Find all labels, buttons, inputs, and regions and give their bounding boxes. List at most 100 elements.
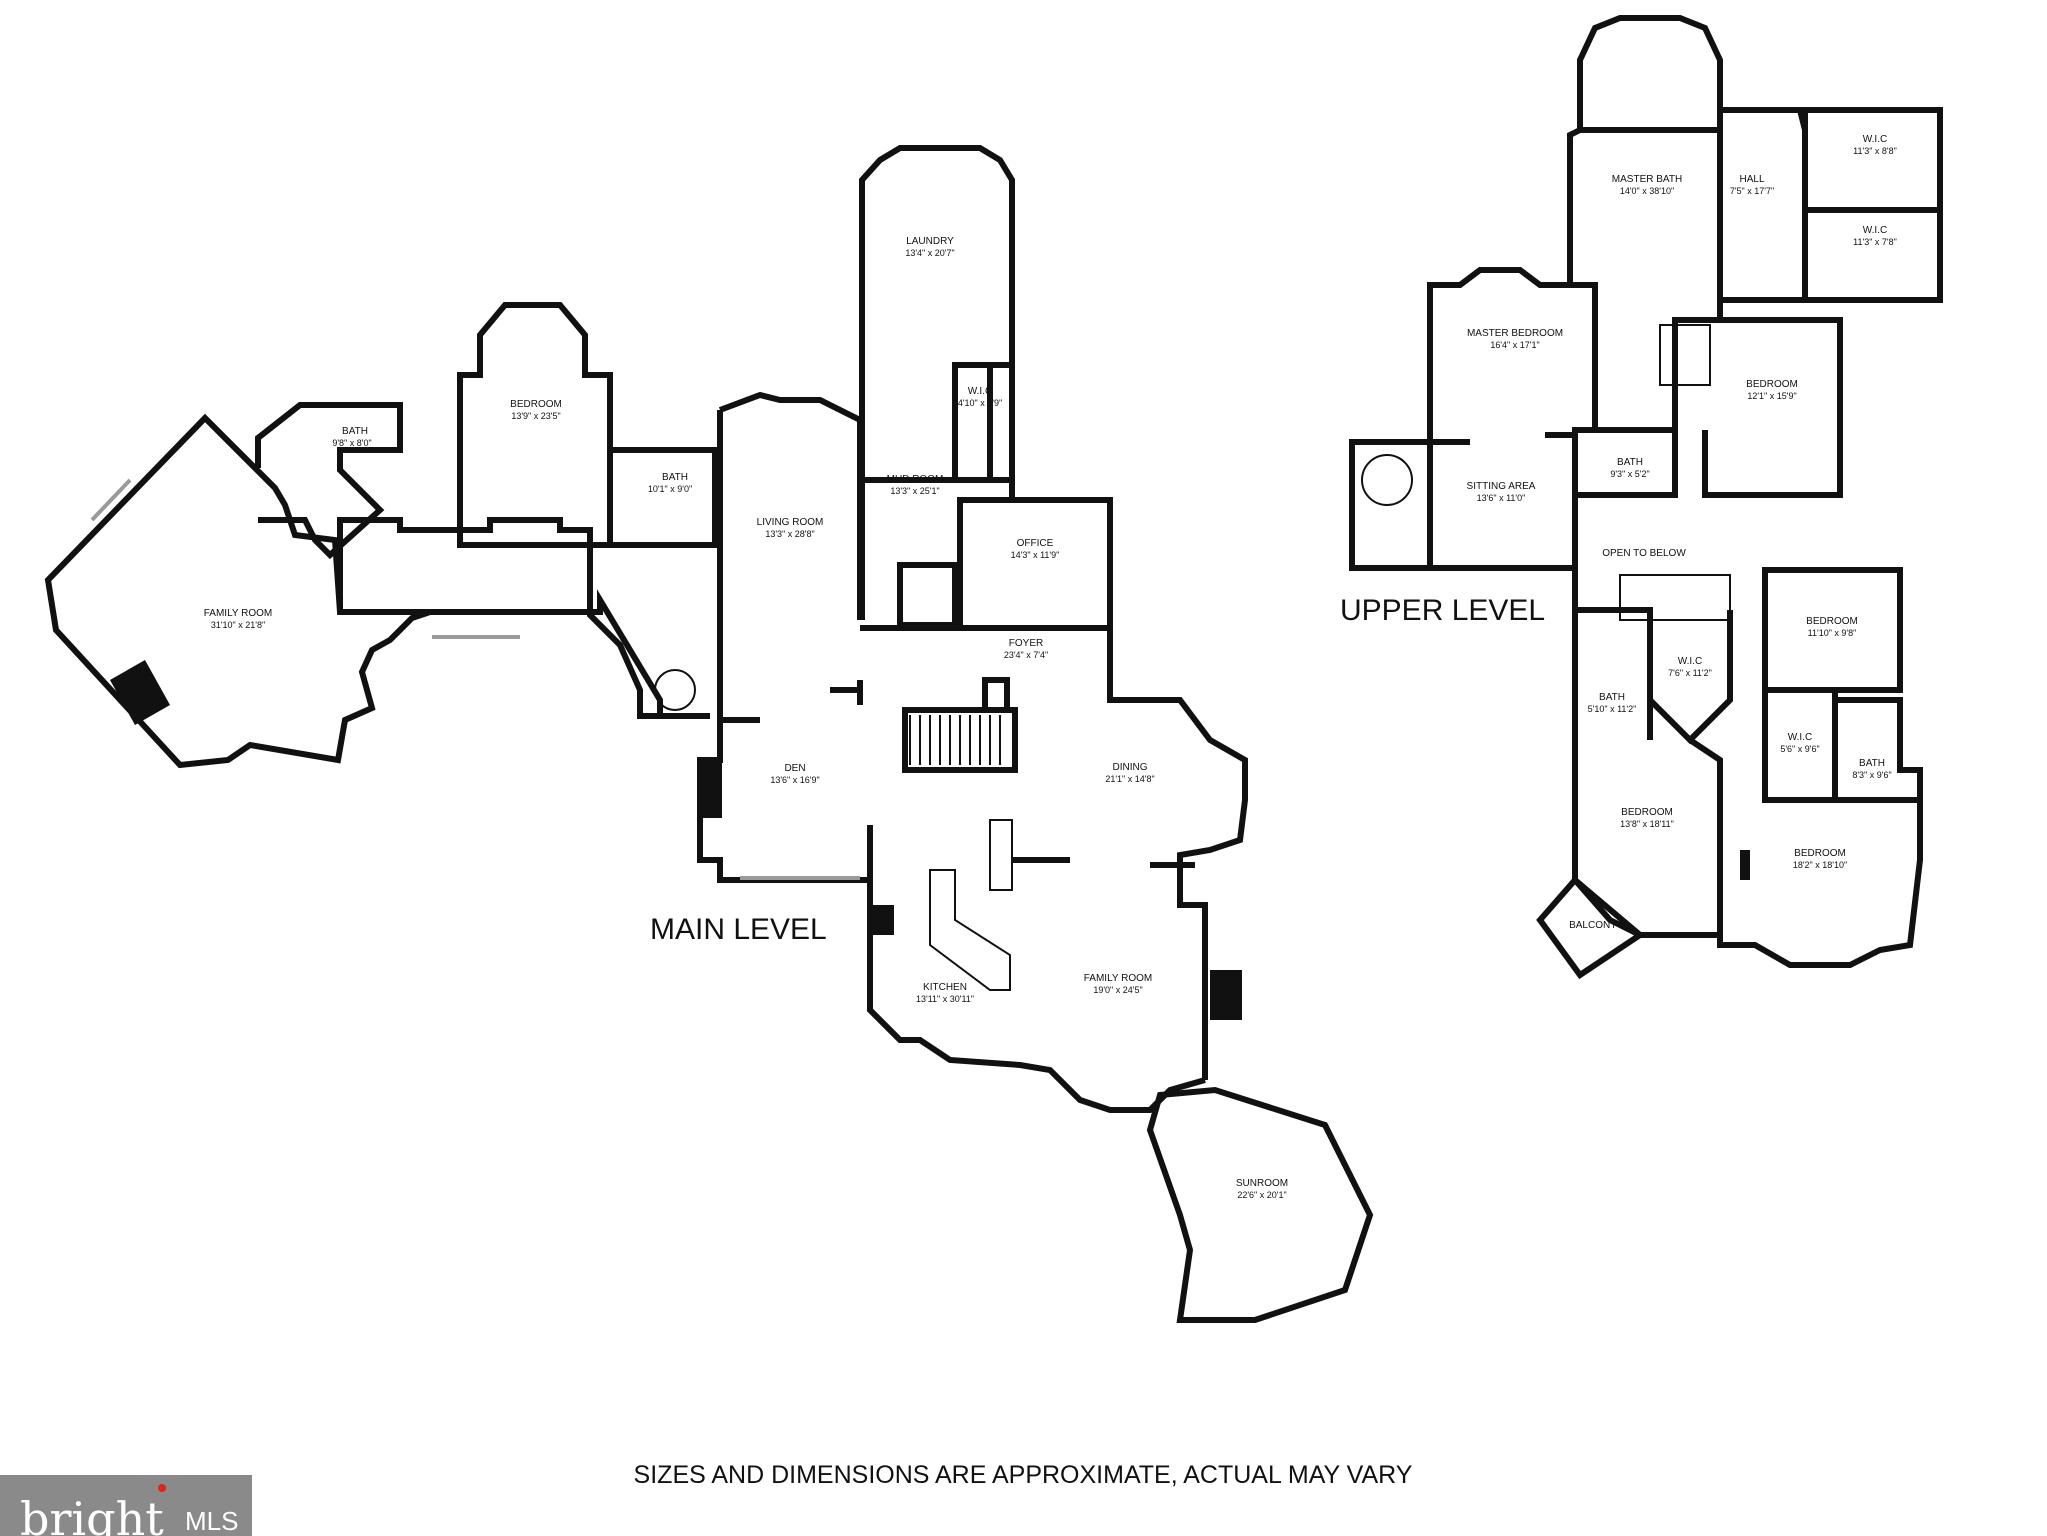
spiral-stair: [654, 669, 696, 711]
fireplace-east: [1210, 970, 1242, 1020]
upper-level-label: UPPER LEVEL: [1340, 594, 1545, 627]
room-dims: 14'0" x 38'10": [1620, 186, 1674, 196]
room-label: MUD ROOM: [887, 474, 944, 485]
living-room-north-wall: [718, 391, 863, 620]
master-bath-east-wall: [1672, 110, 1723, 430]
room-label: BATH: [342, 426, 368, 437]
room-dims: 13'6" x 11'0": [1477, 493, 1526, 503]
kitchen-family-south-wall: [867, 825, 1206, 1113]
sunroom-walls: [1146, 1086, 1374, 1323]
bedroom-main-walls: [457, 302, 718, 548]
tub: [1659, 324, 1711, 386]
room-label: FOYER: [1009, 638, 1043, 649]
room-label: W.I.C: [1788, 732, 1812, 743]
room-label: W.I.C: [1678, 656, 1702, 667]
foyer-stairs: [909, 715, 1001, 765]
logo-brand-text: bright: [20, 1492, 164, 1536]
main-level-label: MAIN LEVEL: [650, 913, 827, 946]
room-dims: 12'1" x 15'9": [1747, 391, 1796, 401]
room-dims: 13'3" x 28'8": [765, 529, 814, 539]
room-label: BEDROOM: [1794, 848, 1846, 859]
room-dims: 13'8" x 18'11": [1620, 819, 1674, 829]
room-label: MASTER BEDROOM: [1467, 328, 1563, 339]
main-room-labels: FAMILY ROOM 31'10" x 21'8" BATH 9'8" x 8…: [204, 236, 1288, 1200]
room-dims: 7'5" x 17'7": [1730, 186, 1774, 196]
room-dims: 19'0" x 24'5": [1093, 985, 1142, 995]
room-dims: 18'2" x 18'10": [1793, 860, 1847, 870]
balcony-walls: [1536, 875, 1645, 980]
room-label: W.I.C: [968, 386, 992, 397]
living-den-west-wall: [697, 410, 870, 883]
room-dims: 5'6" x 9'6": [1780, 744, 1819, 754]
hallway-south-wall: [430, 589, 663, 716]
powder-room-walls: [897, 562, 958, 628]
wic-4-walls: [1762, 687, 1838, 803]
room-dims: 22'6" x 20'1": [1237, 1190, 1286, 1200]
room-dims: 11'10" x 9'8": [1808, 628, 1857, 638]
room-dims: 7'6" x 11'2": [1668, 668, 1712, 678]
room-label: OPEN TO BELOW: [1602, 548, 1686, 559]
room-label: BATH: [1599, 692, 1625, 703]
room-label: BATH: [1617, 457, 1643, 468]
room-dims: 16'4" x 17'1": [1490, 340, 1539, 350]
master-bedroom-walls: [1427, 267, 1595, 571]
family-room-east-wall: [1177, 870, 1208, 1080]
room-label: BALCONY: [1569, 920, 1617, 931]
bedroom-ne-walls: [1702, 317, 1843, 498]
room-dims: 14'3" x 11'9": [1011, 550, 1060, 560]
upper-stairs: [1619, 574, 1731, 621]
room-label: BATH: [662, 472, 688, 483]
kitchen-island: [929, 869, 1011, 991]
room-label: FAMILY ROOM: [204, 608, 273, 619]
room-label: DINING: [1113, 762, 1148, 773]
room-label: BATH: [1859, 758, 1885, 769]
bath-small-walls: [255, 402, 403, 560]
room-dims: 10'1" x 9'0": [648, 484, 692, 494]
laundry-walls: [859, 145, 1015, 483]
fireplace-west: [110, 660, 170, 725]
kitchen-peninsula: [989, 819, 1013, 891]
room-label: BEDROOM: [1806, 616, 1858, 627]
room-dims: 23'4" x 7'4": [1004, 650, 1048, 660]
bath-up-1-walls: [1572, 427, 1678, 498]
room-label: DEN: [784, 763, 805, 774]
upper-level-plan: [1349, 15, 1943, 980]
room-dims: 13'11" x 30'11": [916, 994, 974, 1004]
family-room-west-walls: [44, 413, 431, 769]
room-dims: 9'8" x 8'0": [332, 438, 371, 448]
room-dims: 31'10" x 21'8": [211, 620, 265, 630]
logo-background: [0, 1475, 252, 1536]
master-bath-bay: [1577, 15, 1723, 133]
stair-well: [902, 707, 1018, 773]
room-label: SUNROOM: [1236, 1178, 1288, 1189]
room-dims: 8'3" x 9'6": [1852, 770, 1891, 780]
stair-column: [982, 677, 1010, 713]
room-dims: 11'3" x 7'8": [1853, 237, 1897, 247]
room-label: FAMILY ROOM: [1084, 973, 1153, 984]
wic-1-walls: [1802, 107, 1943, 213]
master-bath-west-wall: [1567, 127, 1598, 430]
room-label: HALL: [1739, 174, 1764, 185]
window: [90, 478, 132, 522]
room-label: MASTER BATH: [1612, 174, 1682, 185]
room-label: SITTING AREA: [1467, 481, 1536, 492]
room-label: KITCHEN: [923, 982, 967, 993]
room-dims: 11'3" x 8'8": [1853, 146, 1897, 156]
room-label: BEDROOM: [1746, 379, 1798, 390]
spiral-stair-room: [1349, 439, 1433, 571]
room-dims: 4'10" x 7'9": [958, 398, 1002, 408]
room-dims: 13'3" x 25'1": [890, 486, 939, 496]
fireplace-den: [700, 760, 722, 818]
room-dims: 13'4" x 20'7": [905, 248, 954, 258]
cooktop: [872, 905, 894, 935]
room-label: BEDROOM: [1621, 807, 1673, 818]
wic-2-walls: [1802, 207, 1943, 303]
fireplace-upper: [1740, 850, 1750, 880]
disclaimer-text: SIZES AND DIMENSIONS ARE APPROXIMATE, AC…: [634, 1461, 1413, 1489]
office-walls: [957, 497, 1113, 631]
room-dims: 5'10" x 11'2": [1588, 704, 1637, 714]
room-label: OFFICE: [1017, 538, 1054, 549]
room-dims: 13'6" x 16'9": [770, 775, 819, 785]
room-dims: 9'3" x 5'2": [1610, 469, 1649, 479]
